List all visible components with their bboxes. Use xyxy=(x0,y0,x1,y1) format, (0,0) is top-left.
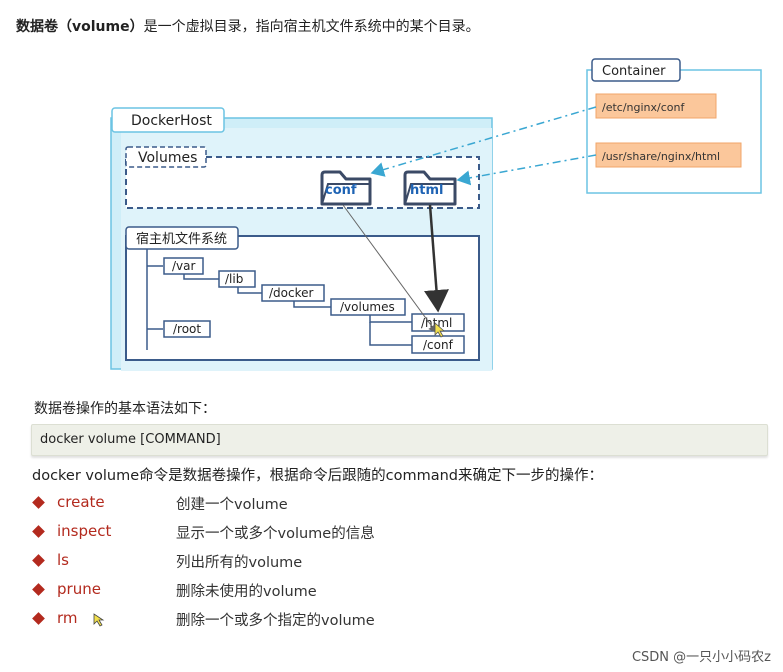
intro-paragraph: 数据卷（volume）是一个虚拟目录，指向宿主机文件系统中的某个目录。 xyxy=(16,16,480,36)
command-name: create xyxy=(57,493,105,511)
folder-conf-icon: conf xyxy=(320,170,372,206)
container-label: Container xyxy=(602,64,666,79)
dir-var: /var xyxy=(163,257,204,275)
diamond-bullet-icon xyxy=(32,612,45,625)
mouse-cursor-icon xyxy=(434,322,446,338)
container-path-conf: /etc/nginx/conf xyxy=(595,93,717,119)
watermark: CSDN @一只小小码农z xyxy=(631,650,771,665)
container-path-html-label: /usr/share/nginx/html xyxy=(602,150,720,163)
docker-host-label: DockerHost xyxy=(131,113,212,129)
command-row-prune: prune 删除未使用的volume xyxy=(32,579,432,601)
dir-volumes: /volumes xyxy=(330,298,406,316)
command-desc: 创建一个volume xyxy=(176,497,288,513)
container-path-html: /usr/share/nginx/html xyxy=(595,142,742,168)
docker-host-tab: DockerHost xyxy=(111,107,225,133)
dir-docker: /docker xyxy=(261,284,325,302)
dir-docker-label: /docker xyxy=(269,286,314,300)
code-text: docker volume [COMMAND] xyxy=(40,432,221,447)
diamond-bullet-icon xyxy=(32,496,45,509)
intro-bold-term: 数据卷（volume） xyxy=(16,19,144,35)
code-block: docker volume [COMMAND] xyxy=(31,424,768,456)
folder-html-icon: html xyxy=(403,170,457,206)
pointer-cursor-icon xyxy=(93,613,105,627)
command-name: inspect xyxy=(57,522,112,540)
volumes-label: Volumes xyxy=(138,150,197,166)
dir-var-label: /var xyxy=(172,259,195,273)
dir-volumes-label: /volumes xyxy=(340,300,395,314)
diamond-bullet-icon xyxy=(32,554,45,567)
dir-tree-lines xyxy=(146,249,412,350)
host-fs-label: 宿主机文件系统 xyxy=(136,231,227,247)
conf-mapping-arrow xyxy=(342,204,437,333)
html-mapping-arrow xyxy=(424,204,449,313)
container-box: Container xyxy=(586,58,762,194)
command-row-inspect: inspect 显示一个或多个volume的信息 xyxy=(32,521,432,543)
command-row-create: create 创建一个volume xyxy=(32,492,432,514)
html-link-arrow xyxy=(456,154,597,186)
command-desc: 删除一个或多个指定的volume xyxy=(176,613,375,629)
conf-link-arrow xyxy=(370,106,597,177)
dir-lib-label: /lib xyxy=(225,272,243,286)
description: docker volume命令是数据卷操作，根据命令后跟随的command来确定… xyxy=(32,468,604,484)
dir-lib: /lib xyxy=(218,270,256,288)
folder-conf-label: conf xyxy=(325,183,357,198)
volume-diagram: DockerHost Volumes conf html 宿主机文件系统 xyxy=(110,58,762,371)
command-row-rm: rm 删除一个或多个指定的volume xyxy=(32,608,432,630)
dir-conf: /conf xyxy=(411,335,465,354)
folder-html-label: html xyxy=(410,183,443,198)
dir-root: /root xyxy=(163,320,211,338)
command-name: prune xyxy=(57,580,101,598)
command-row-ls: ls 列出所有的volume xyxy=(32,550,432,572)
command-desc: 列出所有的volume xyxy=(176,555,303,571)
diamond-bullet-icon xyxy=(32,525,45,538)
dir-root-label: /root xyxy=(173,322,201,336)
intro-text: 是一个虚拟目录，指向宿主机文件系统中的某个目录。 xyxy=(143,19,480,35)
diamond-bullet-icon xyxy=(32,583,45,596)
command-name: ls xyxy=(57,551,69,569)
syntax-title: 数据卷操作的基本语法如下： xyxy=(34,401,216,417)
dir-conf-label: /conf xyxy=(423,338,454,352)
command-desc: 删除未使用的volume xyxy=(176,584,317,600)
command-name: rm xyxy=(57,609,78,627)
command-desc: 显示一个或多个volume的信息 xyxy=(176,526,375,542)
container-path-conf-label: /etc/nginx/conf xyxy=(602,101,685,114)
